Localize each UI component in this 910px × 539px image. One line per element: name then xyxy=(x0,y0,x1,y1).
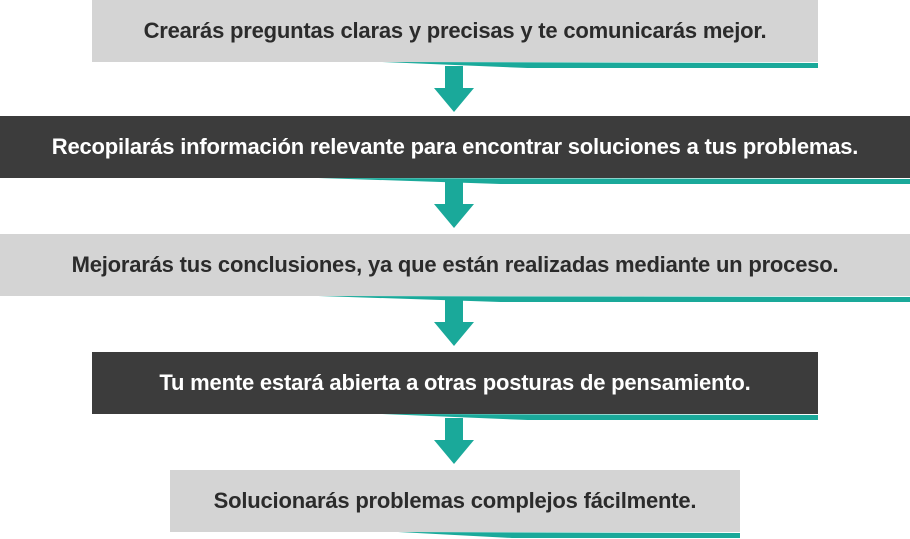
step-text: Mejorarás tus conclusiones, ya que están… xyxy=(71,252,839,277)
step-box-5: Solucionarás problemas complejos fácilme… xyxy=(170,470,740,538)
arrow-down-icon xyxy=(434,418,474,464)
step-text: Recopilarás información relevante para e… xyxy=(51,134,859,159)
step-text: Tu mente estará abierta a otras posturas… xyxy=(159,370,751,395)
arrow-down-icon xyxy=(434,182,474,228)
accent-stripe xyxy=(398,532,740,538)
step-text: Crearás preguntas claras y precisas y te… xyxy=(143,18,767,43)
accent-stripe xyxy=(318,296,910,302)
accent-stripe xyxy=(382,62,818,68)
arrow-down-icon xyxy=(434,66,474,112)
step-box-1: Crearás preguntas claras y precisas y te… xyxy=(92,0,818,68)
step-box-2: Recopilarás información relevante para e… xyxy=(0,116,910,184)
step-text: Solucionarás problemas complejos fácilme… xyxy=(213,488,697,513)
step-box-3: Mejorarás tus conclusiones, ya que están… xyxy=(0,234,910,302)
accent-stripe xyxy=(318,178,910,184)
accent-stripe xyxy=(382,414,818,420)
step-box-4: Tu mente estará abierta a otras posturas… xyxy=(92,352,818,420)
arrow-down-icon xyxy=(434,300,474,346)
